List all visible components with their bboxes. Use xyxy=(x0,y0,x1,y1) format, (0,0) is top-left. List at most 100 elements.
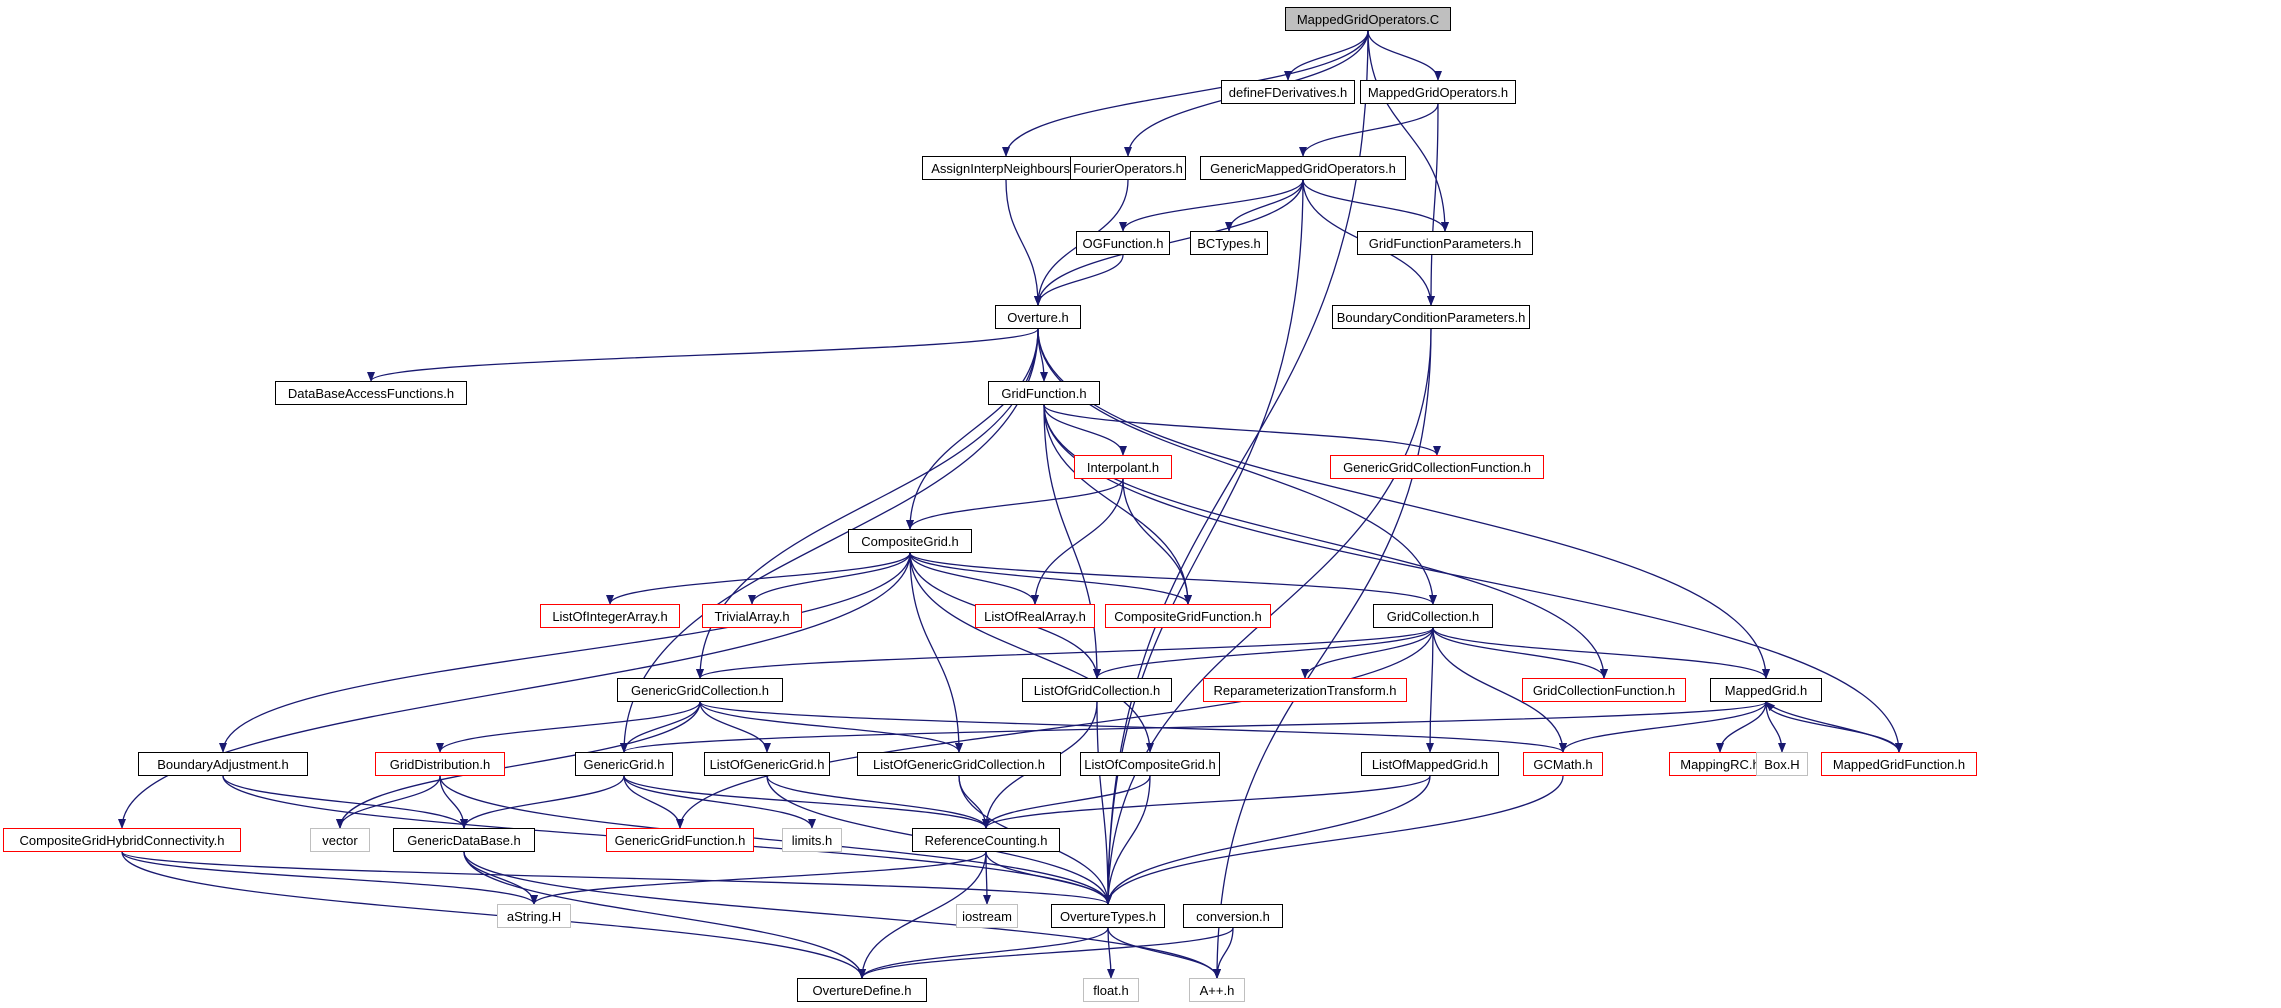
node-label: iostream xyxy=(962,908,1012,924)
node-compositegridhybridconnectivity-h[interactable]: CompositeGridHybridConnectivity.h xyxy=(3,828,241,852)
node-fourieroperators-h[interactable]: FourierOperators.h xyxy=(1070,156,1186,180)
node-label: CompositeGridFunction.h xyxy=(1114,608,1262,624)
node-label: ListOfGenericGridCollection.h xyxy=(873,756,1045,772)
node-label: Overture.h xyxy=(1007,309,1069,325)
node-compositegrid-h[interactable]: CompositeGrid.h xyxy=(848,529,972,553)
node-gridfunctionparameters-h[interactable]: GridFunctionParameters.h xyxy=(1357,231,1533,255)
edge-mappedgrid-h-to-gcmath-h xyxy=(1559,701,1767,753)
node-label: limits.h xyxy=(791,832,833,848)
node-bctypes-h[interactable]: BCTypes.h xyxy=(1190,231,1268,255)
node-mappedgridfunction-h[interactable]: MappedGridFunction.h xyxy=(1821,752,1977,776)
node-overturedefine-h[interactable]: OvertureDefine.h xyxy=(797,978,927,1002)
node-label: FourierOperators.h xyxy=(1073,160,1183,176)
edge-referencecounting-h-to-overturedefine-h xyxy=(858,851,987,979)
node-ogfunction-h[interactable]: OGFunction.h xyxy=(1076,231,1170,255)
node-mappedgrid-h[interactable]: MappedGrid.h xyxy=(1710,678,1822,702)
node-genericgrid-h[interactable]: GenericGrid.h xyxy=(575,752,673,776)
node-trivialarray-h[interactable]: TrivialArray.h xyxy=(702,604,802,628)
edge-referencecounting-h-to-iostream xyxy=(982,851,991,905)
edge-genericgrid-h-to-genericdatabase-h xyxy=(460,775,625,829)
node-genericmappedgridoperators-h[interactable]: GenericMappedGridOperators.h xyxy=(1200,156,1406,180)
node-mappingrc-h[interactable]: MappingRC.h xyxy=(1669,752,1771,776)
edge-genericgridcollection-h-to-vector xyxy=(336,701,701,829)
edge-interpolant-h-to-compositegridfunction-h xyxy=(1122,478,1192,605)
node-genericdatabase-h[interactable]: GenericDataBase.h xyxy=(393,828,535,852)
node-label: ListOfCompositeGrid.h xyxy=(1084,756,1216,772)
edge-mappedgridoperators-c-to-definefderivatives-h xyxy=(1284,30,1369,81)
edge-genericgrid-h-to-limits-h xyxy=(623,775,816,829)
node-label: GenericGridCollection.h xyxy=(630,682,769,698)
edge-interpolant-h-to-listofrealarray-h xyxy=(1031,478,1124,605)
edge-gridfunction-h-to-gridcollectionfunction-h xyxy=(1043,404,1608,679)
node-label: A++.h xyxy=(1199,982,1235,998)
node-genericgridcollectionfunction-h[interactable]: GenericGridCollectionFunction.h xyxy=(1330,455,1544,479)
node-referencecounting-h[interactable]: ReferenceCounting.h xyxy=(912,828,1060,852)
node-label: defineFDerivatives.h xyxy=(1228,84,1348,100)
node-conversion-h[interactable]: conversion.h xyxy=(1183,904,1283,928)
edge-listofgenericgrid-h-to-referencecounting-h xyxy=(766,775,990,829)
edge-compositegrid-h-to-boundaryadjustment-h xyxy=(219,552,911,753)
edge-overture-h-to-compositegrid-h xyxy=(906,328,1039,530)
edge-overture-h-to-gridcollection-h xyxy=(1037,328,1437,605)
node-label: MappedGridOperators.h xyxy=(1367,84,1509,100)
node-label: DataBaseAccessFunctions.h xyxy=(287,385,455,401)
node-listofgenericgridcollection-h[interactable]: ListOfGenericGridCollection.h xyxy=(857,752,1061,776)
edge-gridcollection-h-to-gridcollectionfunction-h xyxy=(1432,627,1608,679)
edge-gcmath-h-to-overturetypes-h xyxy=(1104,775,1564,905)
edge-gridcollection-h-to-listofmappedgrid-h xyxy=(1426,627,1435,753)
edge-genericgrid-h-to-genericgridfunction-h xyxy=(623,775,684,829)
node-label: MappingRC.h xyxy=(1680,756,1760,772)
edge-genericgridcollection-h-to-listofgenericgrid-h xyxy=(699,701,771,753)
edge-conversion-h-to-overturedefine-h xyxy=(858,927,1234,979)
edge-listofgridcollection-h-to-overturetypes-h xyxy=(1096,701,1112,905)
node-label: GenericGridFunction.h xyxy=(614,832,746,848)
node-gridcollection-h[interactable]: GridCollection.h xyxy=(1373,604,1493,628)
node-compositegridfunction-h[interactable]: CompositeGridFunction.h xyxy=(1105,604,1271,628)
node-overturetypes-h[interactable]: OvertureTypes.h xyxy=(1051,904,1165,928)
edge-overturetypes-h-to-float-h xyxy=(1106,927,1115,979)
node-mappedgridoperators-h[interactable]: MappedGridOperators.h xyxy=(1360,80,1516,104)
edge-compositegrid-h-to-trivialarray-h xyxy=(748,552,911,605)
node-interpolant-h[interactable]: Interpolant.h xyxy=(1074,455,1172,479)
edge-boundaryconditionparameters-h-to-a-h xyxy=(1213,328,1432,979)
node-genericgridcollection-h[interactable]: GenericGridCollection.h xyxy=(617,678,783,702)
edge-mappedgridoperators-c-to-assigninterpneighbours-h xyxy=(1002,30,1369,157)
node-overture-h[interactable]: Overture.h xyxy=(995,305,1081,329)
node-listofrealarray-h[interactable]: ListOfRealArray.h xyxy=(975,604,1095,628)
node-listofgenericgrid-h[interactable]: ListOfGenericGrid.h xyxy=(704,752,830,776)
edge-compositegrid-h-to-listofintegerarray-h xyxy=(606,552,911,605)
node-assigninterpneighbours-h[interactable]: AssignInterpNeighbours.h xyxy=(922,156,1090,180)
node-label: OvertureDefine.h xyxy=(812,982,912,998)
node-label: OGFunction.h xyxy=(1082,235,1164,251)
node-listofgridcollection-h[interactable]: ListOfGridCollection.h xyxy=(1022,678,1172,702)
node-gridfunction-h[interactable]: GridFunction.h xyxy=(988,381,1100,405)
node-label: Interpolant.h xyxy=(1086,459,1160,475)
edge-overture-h-to-databaseaccessfunctions-h xyxy=(367,328,1039,382)
node-genericgridfunction-h[interactable]: GenericGridFunction.h xyxy=(606,828,754,852)
edge-mappedgridoperators-c-to-gridfunctionparameters-h xyxy=(1367,30,1449,232)
edge-genericdatabase-h-to-astring-h xyxy=(463,851,538,905)
node-definefderivatives-h[interactable]: defineFDerivatives.h xyxy=(1221,80,1355,104)
node-label: GridDistribution.h xyxy=(389,756,491,772)
node-databaseaccessfunctions-h[interactable]: DataBaseAccessFunctions.h xyxy=(275,381,467,405)
edge-gridfunction-h-to-compositegridfunction-h xyxy=(1043,404,1192,605)
node-griddistribution-h[interactable]: GridDistribution.h xyxy=(375,752,505,776)
node-limits-h: limits.h xyxy=(782,828,842,852)
node-listofcompositegrid-h[interactable]: ListOfCompositeGrid.h xyxy=(1080,752,1220,776)
node-label: GenericDataBase.h xyxy=(407,832,521,848)
node-gridcollectionfunction-h[interactable]: GridCollectionFunction.h xyxy=(1522,678,1686,702)
node-reparameterizationtransform-h[interactable]: ReparameterizationTransform.h xyxy=(1203,678,1407,702)
edge-genericgridcollection-h-to-listofgenericgridcollection-h xyxy=(699,701,963,753)
node-boundaryadjustment-h[interactable]: BoundaryAdjustment.h xyxy=(138,752,308,776)
node-listofmappedgrid-h[interactable]: ListOfMappedGrid.h xyxy=(1361,752,1499,776)
edge-genericmappedgridoperators-h-to-bctypes-h xyxy=(1225,179,1304,232)
node-label: Box.H xyxy=(1764,756,1800,772)
edge-gridcollection-h-to-gcmath-h xyxy=(1432,627,1567,753)
node-listofintegerarray-h[interactable]: ListOfIntegerArray.h xyxy=(540,604,680,628)
node-gcmath-h[interactable]: GCMath.h xyxy=(1523,752,1603,776)
node-mappedgridoperators-c[interactable]: MappedGridOperators.C xyxy=(1285,7,1451,31)
node-boundaryconditionparameters-h[interactable]: BoundaryConditionParameters.h xyxy=(1332,305,1530,329)
edge-conversion-h-to-a-h xyxy=(1213,927,1234,979)
node-label: GenericGrid.h xyxy=(583,756,665,772)
